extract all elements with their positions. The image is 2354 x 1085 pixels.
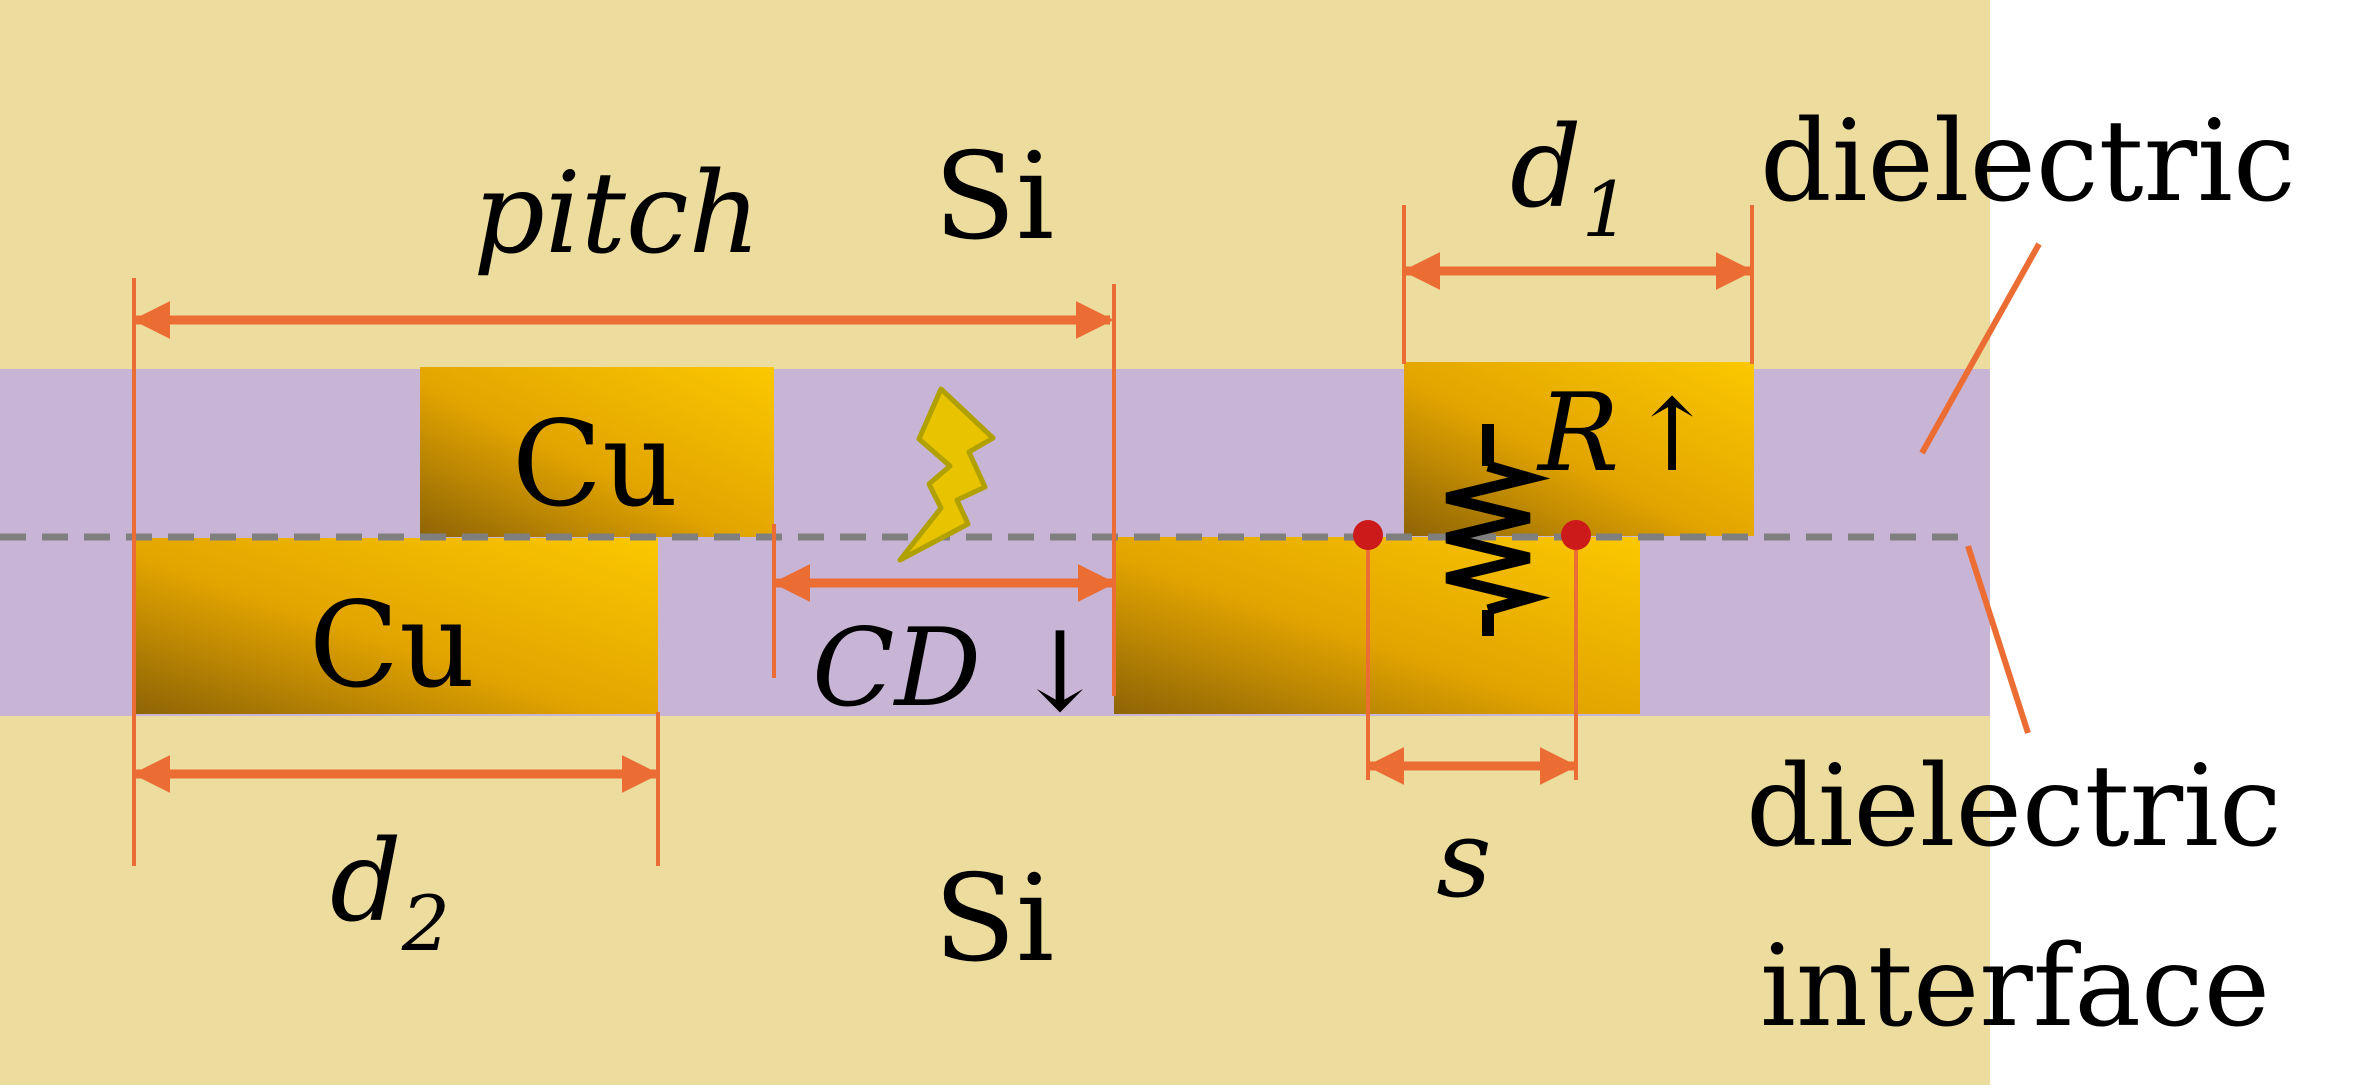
cu-pad-top-left: [420, 367, 774, 537]
dielectric-interface-label-line1: dielectric: [1746, 742, 2282, 872]
misalignment-dot-left: [1353, 520, 1383, 550]
d2-label-base: d: [330, 817, 402, 947]
cu-pad-bottom-left: [134, 538, 658, 714]
si-bottom-label: Si: [934, 850, 1055, 989]
resistance-label: R: [1536, 371, 1619, 496]
s-label: s: [1436, 797, 1491, 922]
si-top-label: Si: [934, 128, 1055, 267]
cd-decrease-arrow: ↓: [1014, 608, 1106, 736]
d1-label-subscript: 1: [1582, 165, 1630, 254]
dielectric-interface-label-line2: interface: [1760, 922, 2270, 1052]
cu-bottom-label: Cu: [309, 576, 475, 714]
d2-dimension: [132, 712, 660, 866]
s-dimension: [1353, 520, 1591, 785]
cd-dimension: [772, 524, 1116, 678]
resistance-increase-arrow: ↑: [1630, 377, 1714, 494]
cu-pad-bottom-right: [1114, 537, 1640, 714]
lightning-bolt-icon: [897, 386, 996, 563]
dielectric-callout-line: [1919, 242, 2042, 455]
d2-label: d2: [330, 817, 450, 968]
resistor-icon: [1445, 424, 1551, 636]
cu-top-label: Cu: [512, 395, 678, 533]
d2-label-subscript: 2: [401, 879, 450, 968]
d1-label-base: d: [1510, 103, 1582, 233]
cd-label: CD: [812, 606, 981, 731]
pitch-label: pitch: [473, 149, 760, 279]
dielectric-label: dielectric: [1760, 97, 2296, 227]
misalignment-dot-right: [1561, 520, 1591, 550]
interface-callout-line: [1965, 545, 2031, 734]
d1-dimension: [1402, 205, 1754, 364]
d1-label: d1: [1510, 103, 1630, 254]
